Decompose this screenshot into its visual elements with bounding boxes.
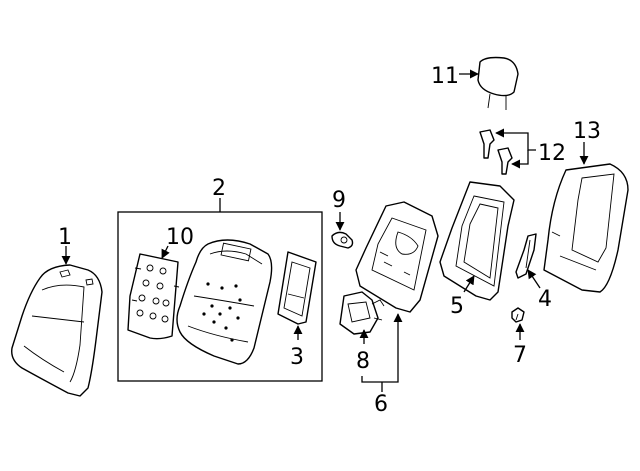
callout-6: 6 xyxy=(374,392,388,417)
leader-lines xyxy=(61,69,589,392)
part-2-seat-back-pad xyxy=(176,239,273,365)
callout-5: 5 xyxy=(450,294,464,319)
part-1-seat-back-cover xyxy=(11,264,103,397)
part-11-headrest xyxy=(477,56,519,110)
part-13-back-cover xyxy=(543,163,629,293)
part-7-bolt xyxy=(511,307,525,323)
callout-1: 1 xyxy=(58,225,72,250)
callout-3: 3 xyxy=(290,345,304,370)
callout-labels: 1 2 10 3 9 8 6 5 4 7 11 12 13 xyxy=(58,64,601,417)
callout-2: 2 xyxy=(212,176,226,201)
part-4-trim-strip xyxy=(515,233,537,279)
callout-12: 12 xyxy=(538,141,566,166)
part-10-heater-mat xyxy=(127,253,180,340)
callout-4: 4 xyxy=(538,287,552,312)
part-12-headrest-guides xyxy=(479,129,513,175)
part-8-lumbar-motor xyxy=(339,291,385,335)
callout-7: 7 xyxy=(513,343,527,368)
part-6-seat-back-frame xyxy=(355,201,439,313)
part-3-pad-insert xyxy=(277,251,317,325)
part-9-actuator xyxy=(331,231,354,249)
callout-8: 8 xyxy=(356,349,370,374)
part-5-back-panel xyxy=(439,181,515,301)
callout-9: 9 xyxy=(332,188,346,213)
callout-11: 11 xyxy=(431,64,459,89)
callout-13: 13 xyxy=(573,119,601,144)
callout-10: 10 xyxy=(166,225,194,250)
